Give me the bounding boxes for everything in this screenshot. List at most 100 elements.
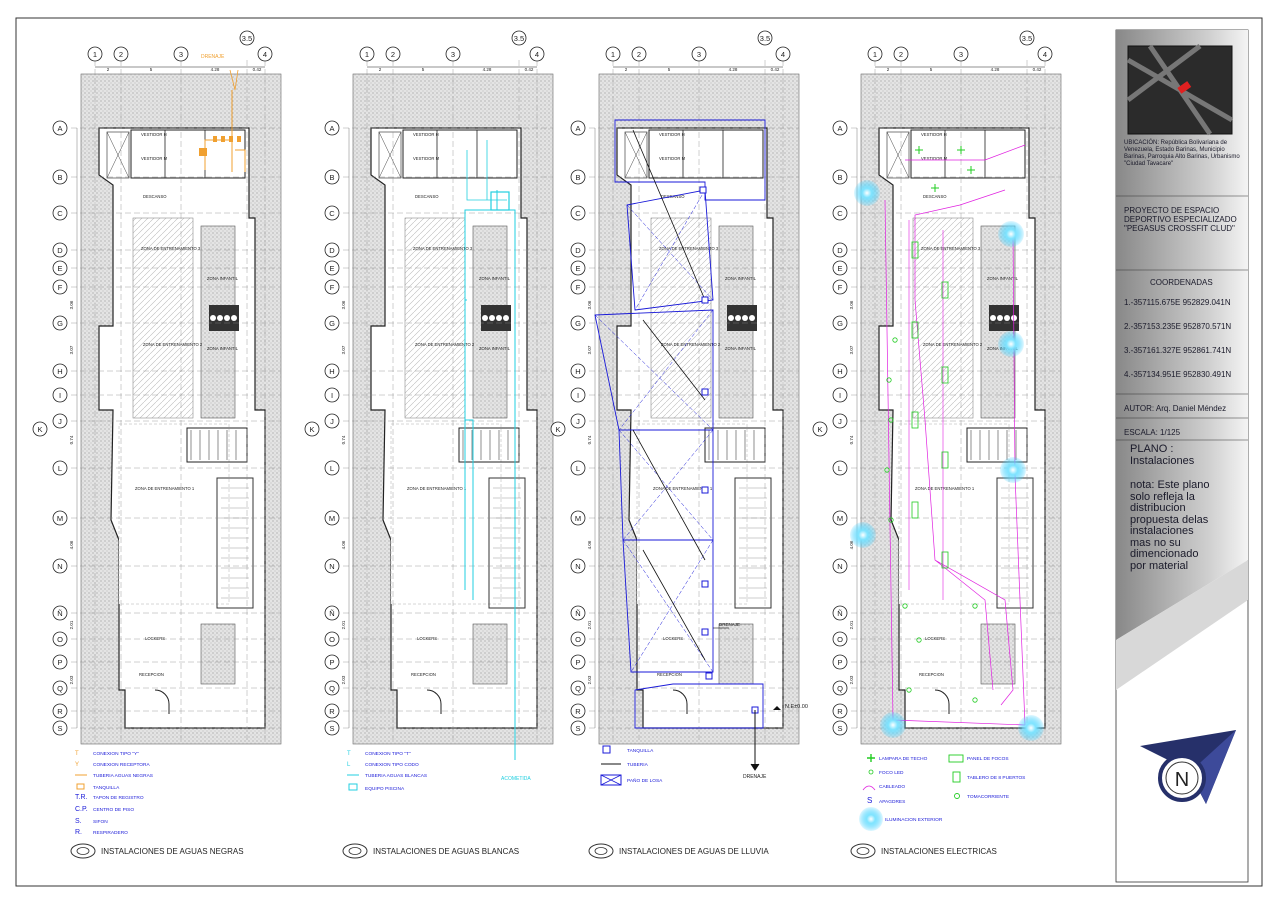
grid-label-row: E	[837, 264, 842, 273]
roof-slab	[614, 119, 766, 201]
grid-label-row: N	[575, 562, 580, 571]
legend-swatch	[862, 785, 876, 791]
grid-bubble-row	[570, 703, 586, 719]
grid-label-row: L	[58, 464, 62, 473]
grid-label-row: E	[575, 264, 580, 273]
dim-label: 0.42	[253, 67, 262, 72]
equipment-ring	[990, 315, 996, 321]
grid-label-row: I	[839, 391, 841, 400]
room-label: ZONA DE ENTRENAMIENTO 3	[659, 246, 719, 251]
dim-label: 5	[930, 67, 933, 72]
grid-label-row: D	[837, 246, 843, 255]
legend-symbol: C.P.	[75, 806, 88, 813]
room-label: ZONA INFANTIL	[987, 276, 1019, 281]
grid-bubble-row	[52, 120, 68, 136]
grid-bubble-col	[1019, 30, 1035, 46]
grid-bubble-row	[52, 631, 68, 647]
grid-label-row: F	[576, 283, 581, 292]
grid-bubble-col	[605, 46, 621, 62]
room-label: VESTIDOR H	[921, 132, 947, 137]
drain-label: DRENAJE	[719, 622, 740, 627]
tanquilla	[199, 148, 207, 156]
grid-label-row: Q	[57, 684, 63, 693]
grid-bubble-row	[52, 242, 68, 258]
grid-label-row: C	[575, 209, 581, 218]
plan-note: nota: Este plano solo refleja la distrib…	[1130, 479, 1210, 572]
grid-bubble-row	[324, 120, 340, 136]
dim-label-v: 0.74	[587, 435, 592, 444]
room-label: ZONA DE ENTRENAMIENTO 1	[915, 486, 975, 491]
dim-label: 0.42	[771, 67, 780, 72]
room-label: LOCKERS	[925, 636, 945, 641]
grid-bubble-row	[52, 205, 68, 221]
dim-label: 4.28	[483, 67, 492, 72]
title-marker-icon	[348, 847, 362, 855]
legend-swatch	[954, 793, 960, 799]
room-label: VESTIDOR H	[659, 132, 685, 137]
stair-x	[624, 131, 648, 179]
room-label: LOCKERS	[417, 636, 437, 641]
grid-bubble-row	[304, 421, 320, 437]
panel-title: INSTALACIONES DE AGUAS DE LLUVIA	[619, 847, 769, 856]
grid-label-row: S	[837, 724, 842, 733]
grid-bubble-row	[324, 680, 340, 696]
dim-label-v: 2.03	[587, 675, 592, 684]
grid-label-row: Q	[329, 684, 335, 693]
panel-focos	[911, 411, 919, 429]
training-zone-hatch	[650, 217, 712, 419]
grid-label-row: Ñ	[575, 609, 580, 618]
room-label: DESCANSO	[415, 194, 439, 199]
grid-bubble-row	[324, 413, 340, 429]
sewer-pipe	[229, 69, 239, 91]
grid-bubble-row	[52, 363, 68, 379]
grid-bubble-row	[832, 720, 848, 736]
grid-label-col: 3	[179, 50, 183, 59]
grid-bubble-row	[570, 120, 586, 136]
grid-bubble-row	[832, 680, 848, 696]
room-label: ZONA INFANTIL	[479, 346, 511, 351]
grid-label-row: S	[57, 724, 62, 733]
legend-label: TABLERO DE 8 PUERTOS	[967, 775, 1025, 781]
room-label: ZONA DE ENTRENAMIENTO 1	[135, 486, 195, 491]
title-block: N	[1115, 29, 1249, 883]
legend-label: FOCO LED	[879, 770, 904, 776]
grid-bubble-col	[385, 46, 401, 62]
led-light	[906, 687, 912, 693]
grid-bubble-row	[832, 120, 848, 136]
dim-label-v: 2.01	[69, 620, 74, 629]
grid-label-col: 3.5	[242, 34, 252, 43]
dim-label-v: 0.74	[69, 435, 74, 444]
grid-label-col: 3	[451, 50, 455, 59]
grid-bubble-row	[832, 460, 848, 476]
legend-symbol: S	[867, 796, 872, 805]
grid-label-col: 2	[637, 50, 641, 59]
coords-title: COORDENADAS	[1150, 278, 1213, 287]
grid-label-col: 3.5	[514, 34, 524, 43]
dim-label: 2	[379, 67, 382, 72]
grid-bubble-row	[570, 720, 586, 736]
legend-label: TUBERIA AGUAS NEGRAS	[93, 773, 153, 779]
room-label: LOCKERS	[145, 636, 165, 641]
dim-label-v: 2.03	[341, 675, 346, 684]
grid-label-row: A	[329, 124, 334, 133]
panel-focos	[911, 241, 919, 259]
title-marker-icon	[76, 847, 90, 855]
grid-label-row: A	[837, 124, 842, 133]
grid-label-row: I	[331, 391, 333, 400]
legend-symbol: T.R.	[75, 794, 88, 801]
room-label: ZONA DE ENTRENAMIENTO 3	[413, 246, 473, 251]
lockers-zone	[980, 623, 1016, 685]
reception-desk	[934, 689, 950, 714]
grid-bubble-row	[832, 169, 848, 185]
legend-symbol: R.	[75, 829, 82, 836]
pool-outline	[488, 477, 526, 609]
grid-bubble-col	[631, 46, 647, 62]
grid-label-row: I	[59, 391, 61, 400]
grid-bubble-row	[52, 169, 68, 185]
water-pipe	[466, 140, 507, 201]
reception-desk	[672, 689, 688, 714]
dim-label-v: 2.03	[69, 675, 74, 684]
tanquilla	[701, 580, 709, 588]
grid-label-col: 4	[535, 50, 539, 59]
panel-focos	[941, 551, 949, 569]
